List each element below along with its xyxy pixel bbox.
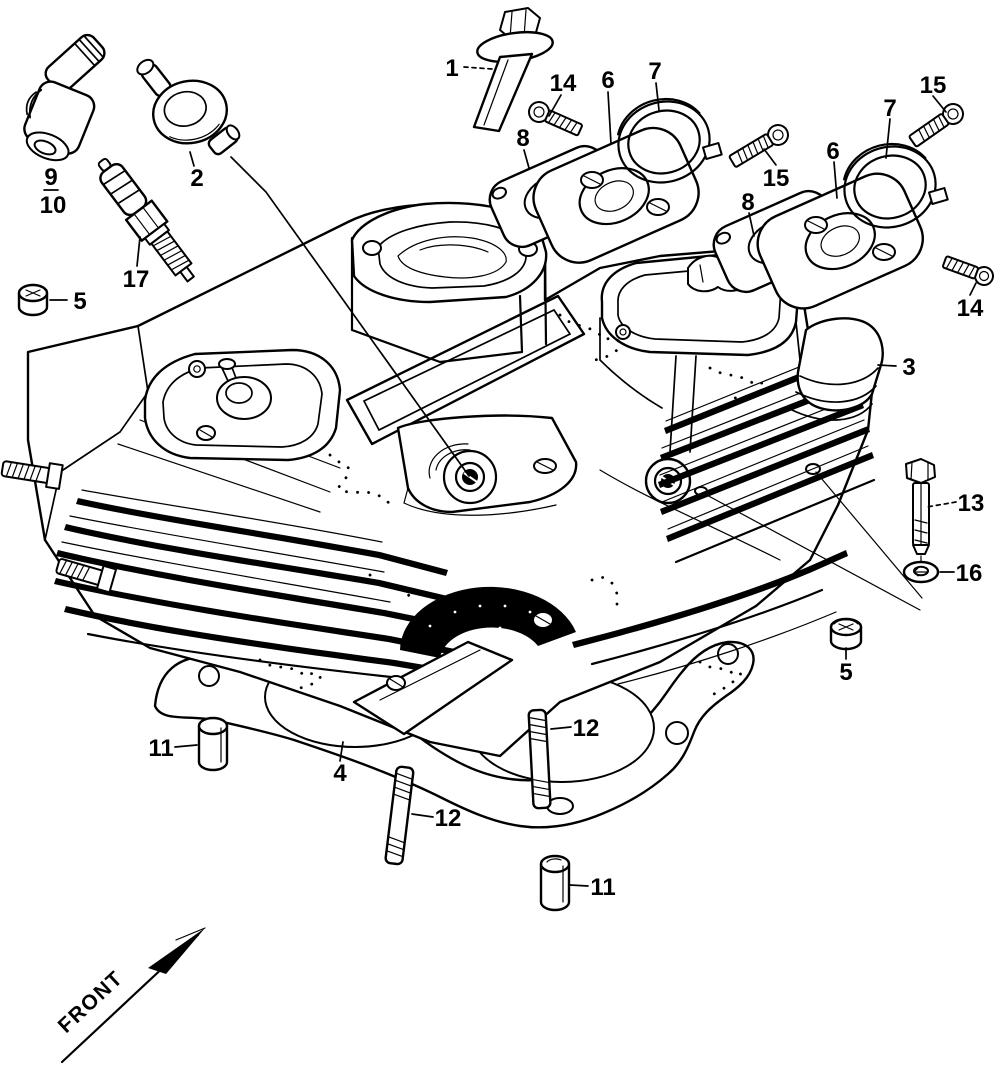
callout-5-right: 5 [839, 659, 852, 686]
leader-lines [43, 66, 977, 887]
callout-12-right: 12 [573, 715, 600, 742]
dowel-pin-11-left [197, 716, 229, 772]
callout-8-left: 8 [516, 125, 529, 152]
bolt-13 [905, 458, 936, 563]
intake-assembly-left [488, 97, 723, 264]
tappet-hole-cap-2 [136, 58, 241, 156]
callout-3: 3 [902, 354, 915, 381]
callout-1: 1 [445, 55, 458, 82]
tappet-dome [216, 376, 272, 420]
bolt-15-right-pair-left [728, 124, 789, 168]
head-stud-left-lower [55, 558, 118, 594]
bolt-14-top [528, 101, 583, 137]
head-skirt [352, 640, 514, 736]
callouts: 1 14 6 7 8 15 7 6 15 8 9 10 2 17 5 14 3 … [40, 55, 985, 901]
callout-7-left: 7 [648, 58, 661, 85]
cooling-fins-left [54, 489, 478, 680]
callout-11-right: 11 [590, 874, 615, 901]
bolt-14-right [942, 255, 994, 286]
callout-12-left: 12 [435, 805, 462, 832]
leader-2-long [230, 156, 470, 477]
callout-11-left: 11 [148, 735, 173, 762]
intake-manifold-left [532, 126, 700, 264]
callout-17: 17 [123, 266, 150, 293]
left-rocker-flange [143, 348, 342, 462]
callout-5-left: 5 [73, 288, 86, 315]
washer-16 [902, 560, 940, 584]
stud-12-left [384, 765, 415, 866]
callout-8-right: 8 [741, 189, 754, 216]
callout-13: 13 [958, 490, 985, 517]
front-arrow-head [148, 928, 205, 974]
cylinder-head [0, 201, 884, 758]
cap-nut-5-right [829, 617, 863, 651]
spark-plug-17 [97, 157, 195, 283]
intake-assembly-right [712, 142, 949, 310]
callout-9: 9 [44, 164, 57, 191]
head-stud-left-upper [0, 460, 64, 490]
cam-tunnel-arch [352, 586, 576, 736]
callout-14-right: 14 [957, 295, 984, 322]
callout-6-right: 6 [826, 138, 839, 165]
callout-15-top-right: 15 [920, 72, 947, 99]
callout-14-top: 14 [550, 70, 577, 97]
bolt-15-top-right [908, 103, 964, 148]
right-end-block [791, 317, 884, 421]
flanged-stud-1 [472, 7, 554, 133]
manifold-clamp-right [843, 142, 949, 229]
stud-12-right [527, 708, 552, 810]
callout-6-left: 6 [601, 67, 614, 94]
front-label: FRONT [54, 966, 128, 1037]
manifold-clamp-left [617, 97, 723, 184]
callout-4: 4 [333, 760, 347, 787]
cap-nut-5-left [17, 283, 49, 317]
cam-tunnel-rail [345, 294, 586, 446]
bolt-13-alignment-lines [702, 471, 923, 611]
center-spigot [350, 201, 548, 364]
callout-7-right: 7 [883, 95, 896, 122]
callout-15-mid: 15 [763, 165, 790, 192]
gasket-hole [665, 721, 689, 745]
cooling-fins-lower-right [572, 550, 848, 685]
callout-16: 16 [956, 560, 983, 587]
dowel-pin-11-right [539, 854, 571, 912]
callout-10: 10 [40, 192, 67, 219]
intake-manifold-right [756, 172, 924, 310]
front-indicator: FRONT [54, 927, 206, 1064]
gasket-hole [717, 643, 739, 665]
callout-2: 2 [190, 165, 203, 192]
stipple-shading [258, 313, 770, 698]
gasket-hole [198, 665, 220, 687]
spark-plug-cap-9-10 [23, 33, 106, 162]
